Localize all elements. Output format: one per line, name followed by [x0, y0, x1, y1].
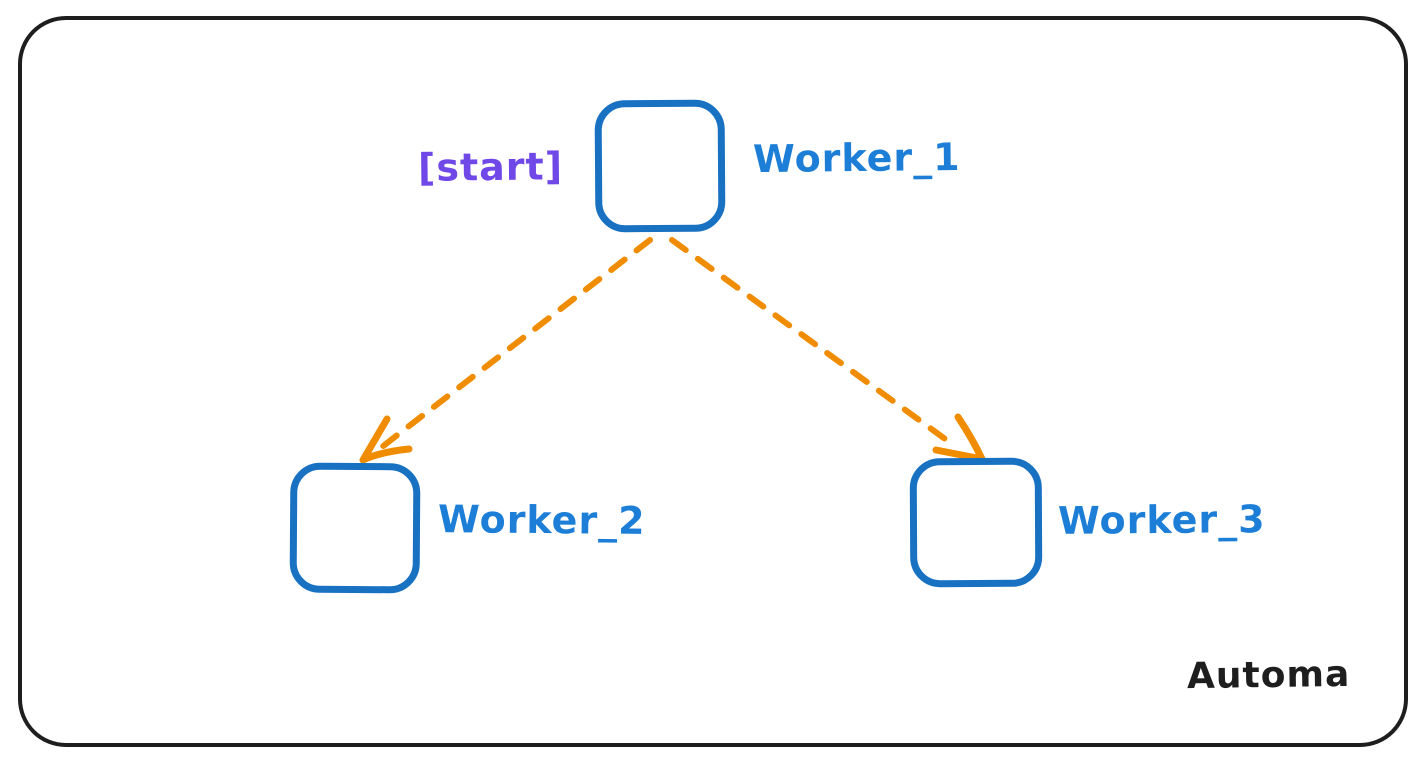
watermark-label: Automa: [1186, 653, 1351, 698]
node-label-worker-1: Worker_1: [752, 134, 961, 182]
node-label-worker-3: Worker_3: [1057, 497, 1266, 543]
node-worker-1: [594, 99, 726, 233]
node-worker-3: [909, 457, 1043, 588]
start-annotation: [start]: [417, 144, 564, 190]
canvas-frame: [18, 16, 1408, 747]
node-label-worker-2: Worker_2: [437, 497, 646, 543]
node-worker-2: [289, 462, 421, 594]
